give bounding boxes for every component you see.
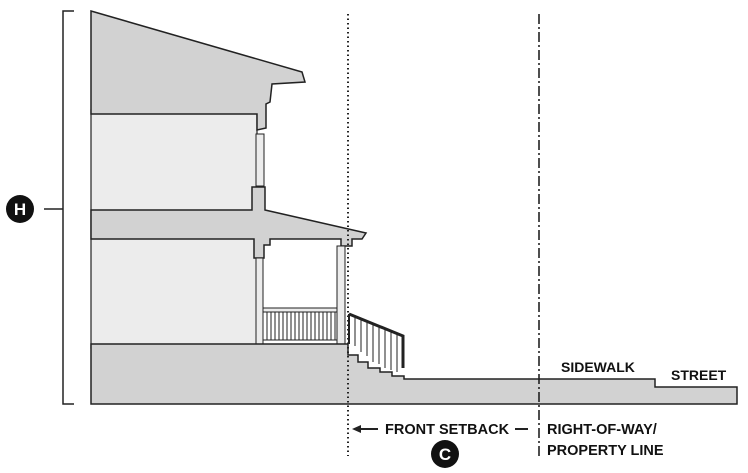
porch-post-left bbox=[255, 257, 264, 347]
right-of-way-label: RIGHT-OF-WAY/ bbox=[547, 422, 657, 438]
porch-post-right bbox=[336, 245, 346, 347]
front-setback-label: FRONT SETBACK bbox=[385, 422, 510, 438]
setback-marker-badge: C bbox=[431, 440, 459, 468]
property-line-label: PROPERTY LINE bbox=[547, 443, 664, 459]
height-bracket bbox=[44, 10, 74, 405]
setback-marker-label: C bbox=[439, 445, 451, 464]
height-marker-label: H bbox=[14, 200, 26, 219]
porch-railing bbox=[262, 307, 338, 341]
ground-profile bbox=[90, 343, 738, 405]
upper-roof bbox=[90, 10, 306, 131]
sidewalk-label: SIDEWALK bbox=[561, 359, 635, 375]
height-marker-badge: H bbox=[6, 195, 34, 223]
porch-roof bbox=[90, 186, 368, 259]
upper-column bbox=[255, 133, 265, 187]
street-label: STREET bbox=[671, 367, 727, 383]
setback-arrow bbox=[352, 425, 528, 433]
